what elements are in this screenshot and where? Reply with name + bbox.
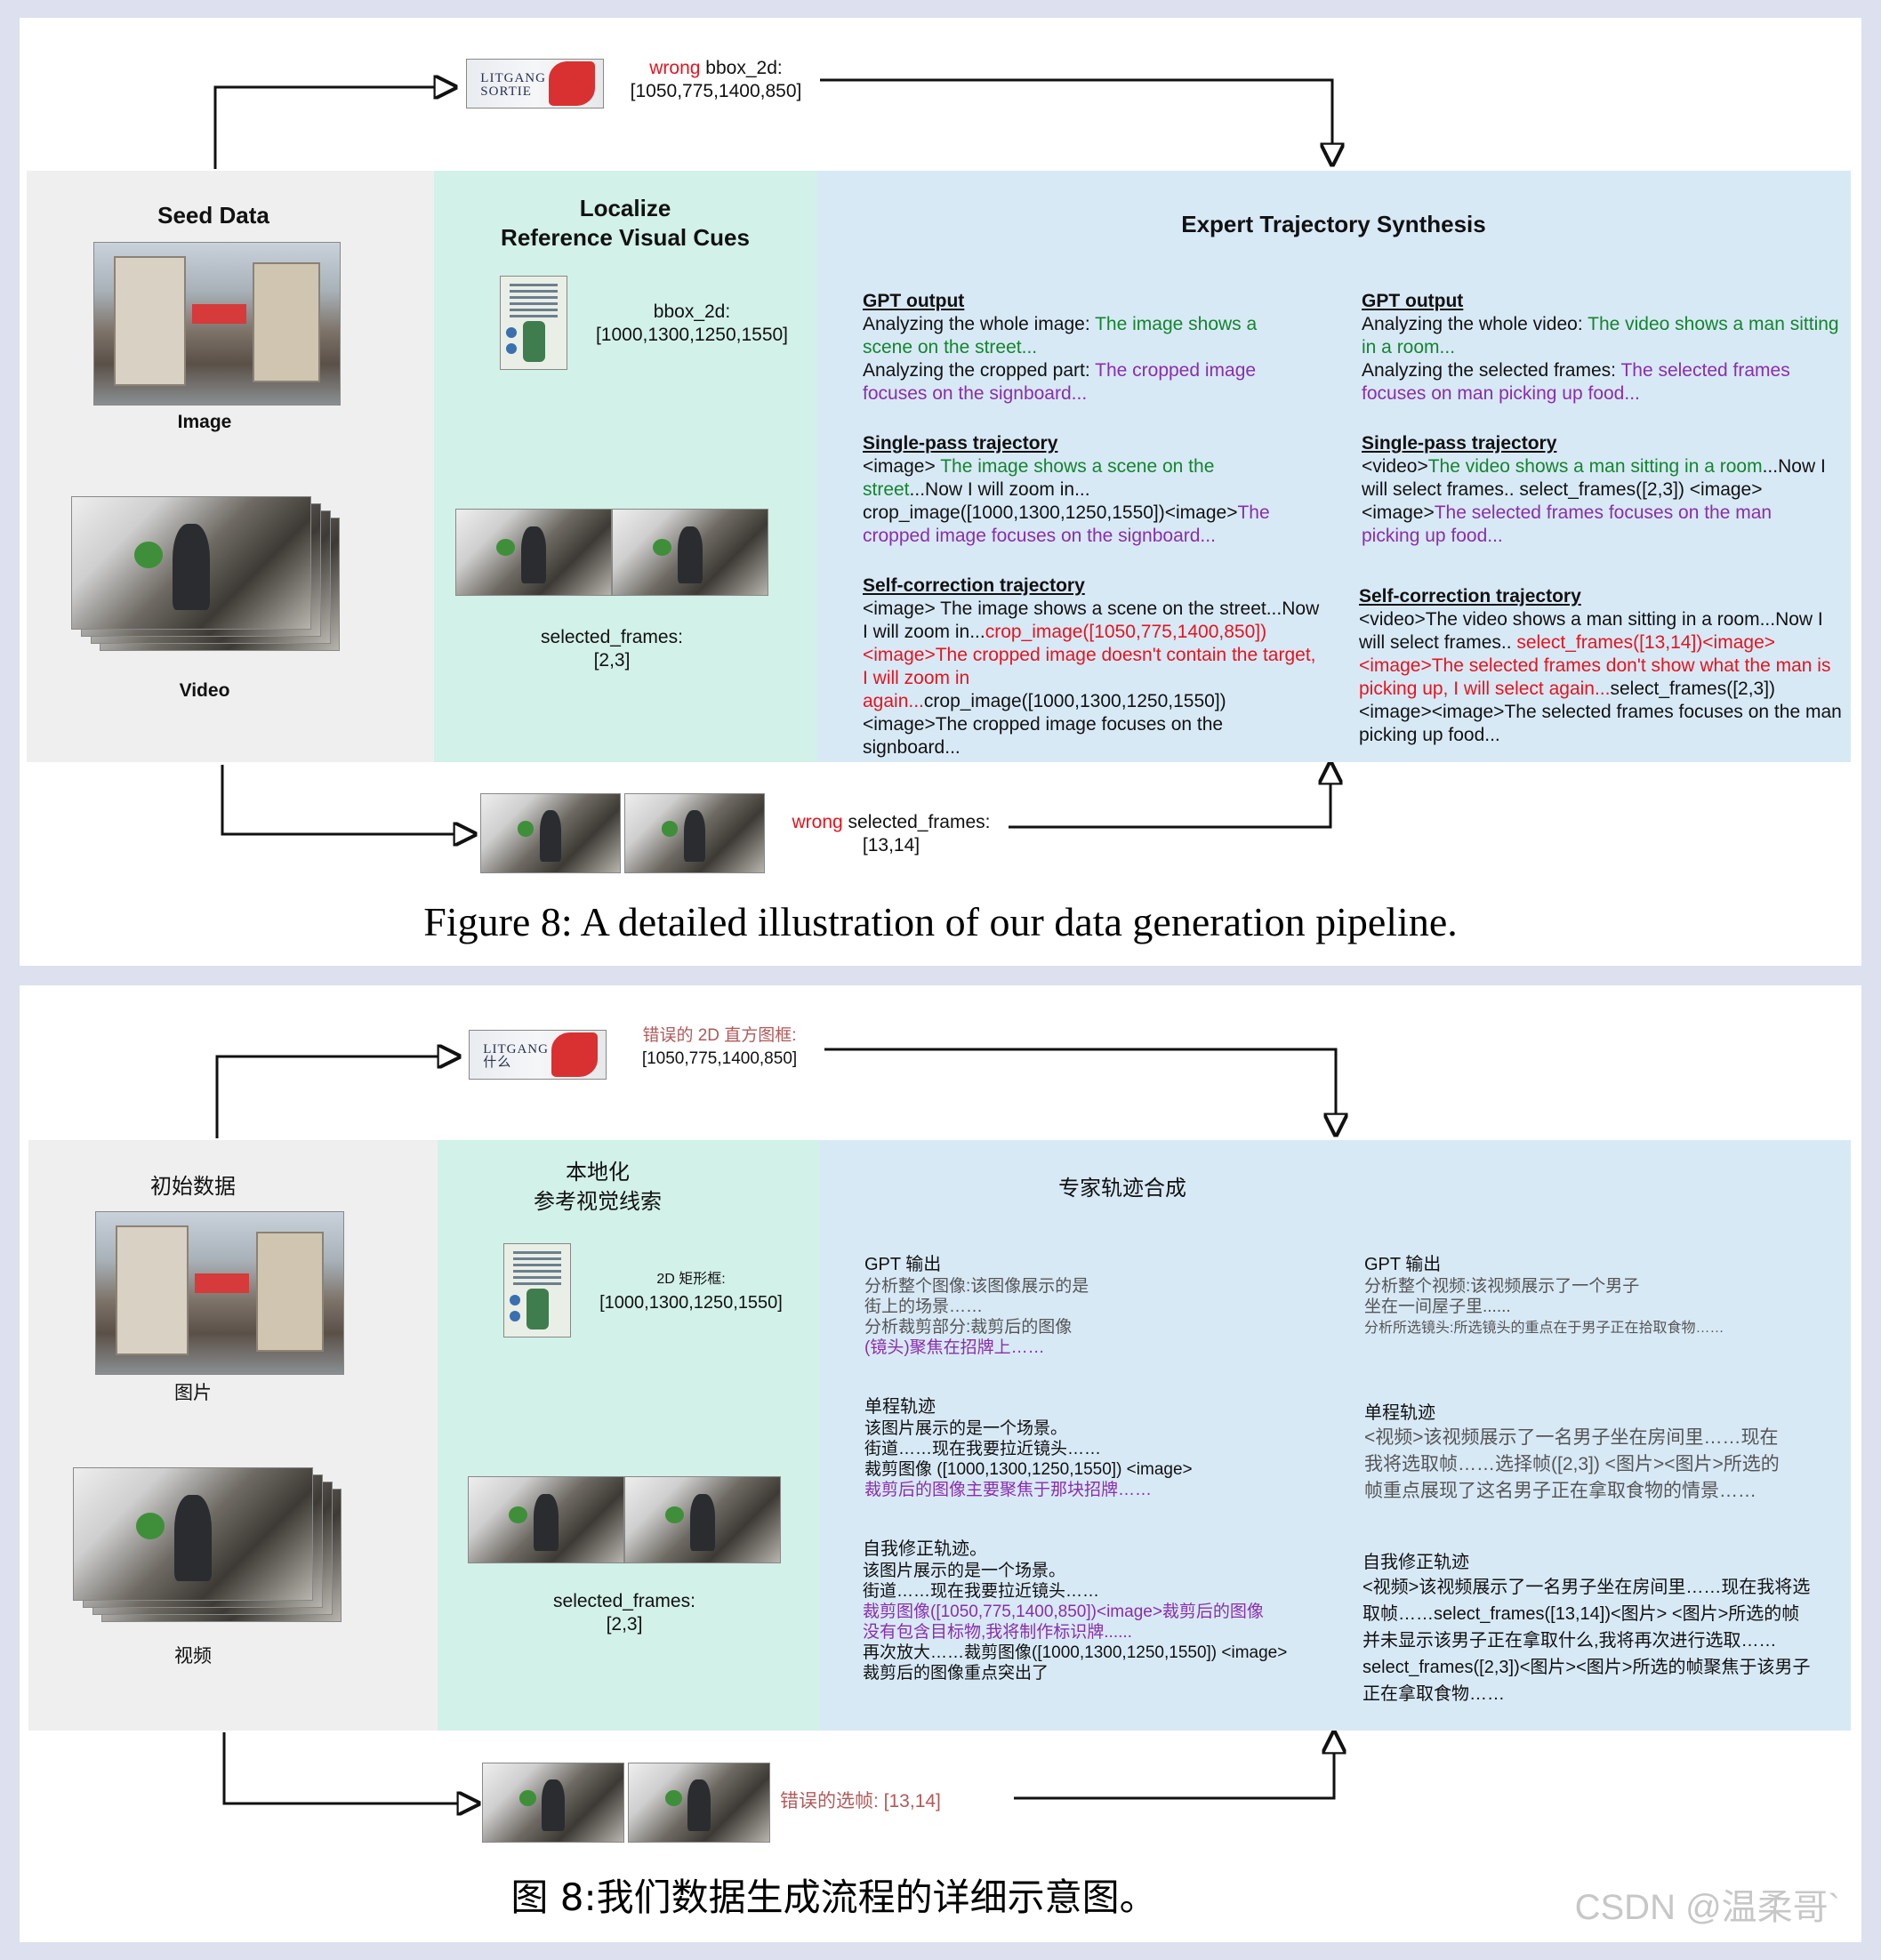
figure-caption-chinese: 图 8:我们数据生成流程的详细示意图。: [510, 1876, 1157, 1919]
selected-frames-label: selected_frames:[2,3]: [541, 627, 683, 671]
flow-arrows-zh: [215, 985, 1861, 1942]
localize-title-zh: 本地化参考视觉线索: [534, 1161, 662, 1214]
seed-data-title: Seed Data: [157, 202, 269, 229]
video-self-correction-trajectory-zh: 自我修正轨迹<视频>该视频展示了一名男子坐在房间里……现在我将选 取帧……sel…: [1363, 1553, 1811, 1704]
selected-frame-3-zh: [624, 1476, 781, 1563]
seed-image-label: Image: [177, 412, 232, 432]
wrong-frame-14: [624, 793, 765, 873]
wrong-bbox-label-zh: 错误的 2D 直方图框: [1050,775,1400,850]: [641, 1026, 798, 1068]
seed-video-frame-stack: [71, 496, 356, 656]
localize-bbox-label-zh: 2D 矩形框:[1000,1300,1250,1550]: [599, 1272, 783, 1313]
seed-video-label-zh: 视频: [174, 1646, 212, 1667]
wrong-frame-13-zh: [482, 1763, 624, 1843]
image-self-correction-trajectory: Self-correction trajectory<image> The im…: [863, 575, 1320, 758]
video-single-pass-trajectory-zh: 单程轨迹<视频>该视频展示了一名男子坐在房间里……现在 我将选取帧……选择帧([…: [1364, 1403, 1780, 1501]
selected-frame-2: [455, 509, 612, 596]
csdn-watermark: CSDN @温柔哥`: [1574, 1888, 1840, 1927]
image-self-correction-trajectory-zh: 自我修正轨迹。该图片展示的是一个场景。 街道……现在我要拉近镜头…… 裁剪图像(…: [863, 1539, 1288, 1683]
seed-video-frame-stack-zh: [73, 1467, 358, 1627]
video-self-correction-trajectory: Self-correction trajectory<video>The vid…: [1359, 586, 1842, 745]
seed-data-column-zh: 初始数据 图片 视频: [28, 1140, 438, 1731]
expert-trajectory-column-zh: 专家轨迹合成 GPT 输出分析整个图像:该图像展示的是 街上的场景…… 分析裁剪…: [820, 1140, 1851, 1731]
seed-video-label: Video: [179, 680, 230, 701]
localize-bbox-label: bbox_2d:[1000,1300,1250,1550]: [595, 301, 789, 345]
figure-caption-english: Figure 8: A detailed illustration of our…: [423, 899, 1458, 944]
localized-poster-crop: [500, 276, 567, 370]
wrong-bbox-label: wrong bbox_2d: [1050,775,1400,850]: [630, 58, 802, 101]
localized-poster-crop-zh: [503, 1243, 571, 1337]
seed-image-label-zh: 图片: [174, 1383, 212, 1403]
wrong-frames-label-zh: 错误的选帧: [13,14]: [780, 1791, 941, 1811]
wrong-frame-14-zh: [628, 1763, 770, 1843]
wrong-frames-label: wrong selected_frames: [13,14]: [792, 812, 991, 855]
localize-column-zh: 本地化参考视觉线索 2D 矩形框:[1000,1300,1250,1550] s…: [438, 1140, 820, 1731]
seed-data-column: Seed Data Image Video: [27, 171, 434, 762]
expert-trajectory-title-zh: 专家轨迹合成: [1058, 1177, 1186, 1201]
seed-street-image: [93, 242, 341, 406]
image-single-pass-trajectory-zh: 单程轨迹该图片展示的是一个场景。 街道……现在我要拉近镜头…… 裁剪图像 ([1…: [864, 1397, 1193, 1499]
selected-frames-label-zh: selected_frames:[2,3]: [553, 1591, 695, 1635]
flow-arrows: [213, 18, 1861, 966]
wrong-frame-13: [480, 793, 621, 873]
seed-data-title-zh: 初始数据: [150, 1175, 236, 1199]
expert-trajectory-title: Expert Trajectory Synthesis: [1181, 211, 1486, 237]
selected-frame-3: [612, 509, 768, 596]
video-gpt-output-zh: GPT 输出分析整个视频:该视频展示了一个男子 坐在一间屋子里...... 分析…: [1364, 1255, 1724, 1336]
image-single-pass-trajectory: Single-pass trajectory<image> The image …: [863, 433, 1270, 546]
image-gpt-output-zh: GPT 输出分析整个图像:该图像展示的是 街上的场景…… 分析裁剪部分:裁剪后的…: [864, 1255, 1089, 1357]
selected-frame-2-zh: [468, 1476, 624, 1563]
video-single-pass-trajectory: Single-pass trajectory<video>The video s…: [1362, 433, 1826, 546]
seed-street-image-zh: [95, 1211, 344, 1375]
